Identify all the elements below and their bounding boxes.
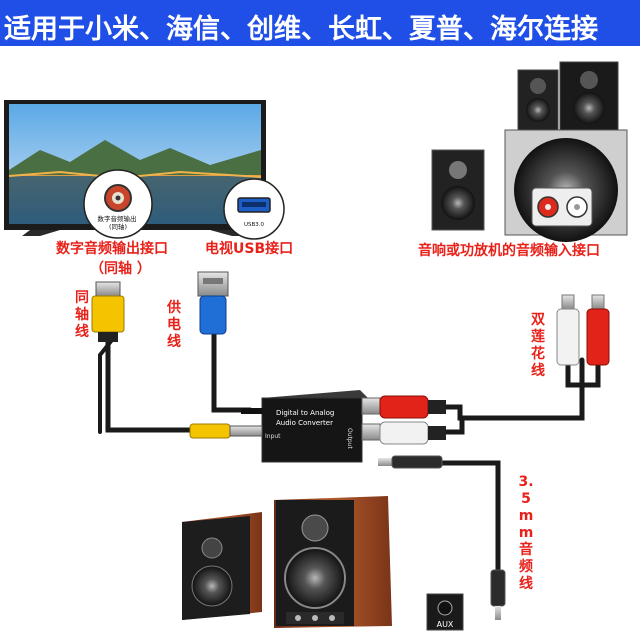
coax-plug-top <box>91 281 125 342</box>
label-rca-cable: 双莲花线 <box>531 312 545 379</box>
converter-title-1: Digital to Analog <box>276 409 334 417</box>
tv-optical-caption-2: (同轴) <box>109 222 127 231</box>
title-banner: 适用于小米、海信、创维、长虹、夏普、海尔连接 <box>0 0 640 46</box>
label-power-cable: 供电线 <box>167 300 181 350</box>
converter-title-2: Audio Converter <box>276 419 333 427</box>
bookshelf-speakers <box>182 496 464 631</box>
banner-title: 适用于小米、海信、创维、长虹、夏普、海尔连接 <box>4 14 598 45</box>
label-tv-digital-out-sub: （同轴 ） <box>90 261 151 277</box>
converter-port-input: Input <box>265 433 281 440</box>
dac-converter <box>189 390 372 463</box>
converter-port-output: Output <box>346 428 353 449</box>
rca-cable-line <box>442 357 585 421</box>
label-tv-usb: 电视USB接口 <box>205 241 294 257</box>
aux-cable-line <box>437 460 501 583</box>
power-cable-line <box>211 327 253 413</box>
coax-plug-converter <box>189 423 231 439</box>
tv-optical-caption: 数字音频输出 (同轴) <box>97 214 138 231</box>
aux-plug-top <box>378 455 443 469</box>
label-coax-cable: 同轴线 <box>75 290 89 340</box>
rca-plugs-amp <box>556 294 610 366</box>
label-aux-cable: 3.5mm音频线 <box>518 474 534 592</box>
hifi-system <box>431 61 628 242</box>
rca-plugs-converter <box>361 395 446 445</box>
coax-cable-line <box>105 337 198 433</box>
usb-plug <box>197 271 229 335</box>
tv-usb-caption: USB3.0 <box>244 222 265 228</box>
label-tv-digital-out: 数字音频输出接口 <box>56 241 168 257</box>
label-amp-input: 音响或功放机的音频输入接口 <box>418 243 600 259</box>
cables <box>98 327 601 583</box>
tv-optical-caption-1: 数字音频输出 <box>97 214 136 223</box>
aux-plug-bottom <box>490 569 506 620</box>
tv <box>4 100 285 240</box>
aux-label: AUX <box>437 620 454 629</box>
